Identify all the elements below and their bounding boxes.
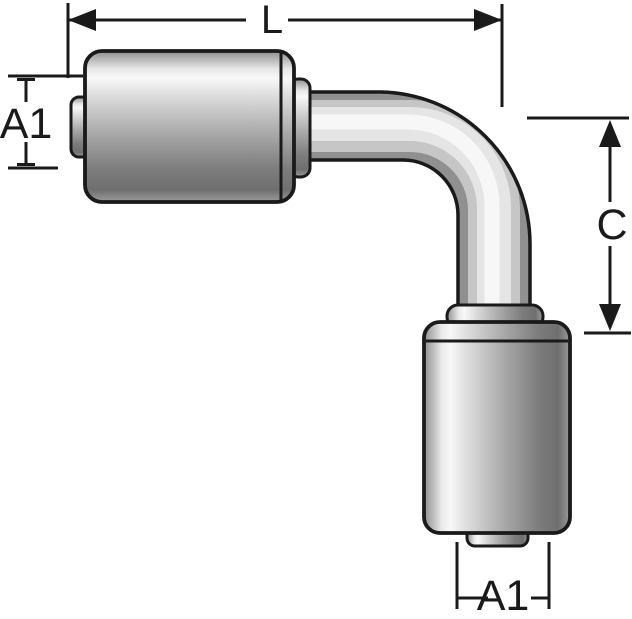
dim-label-A1-bottom: A1 <box>477 572 530 619</box>
left-crimp-shell <box>83 49 296 204</box>
dim-label-L: L <box>261 0 283 42</box>
bottom-crimp-shell <box>422 320 572 535</box>
dim-label-A1-left: A1 <box>0 100 52 148</box>
bottom-shell-body <box>422 320 572 535</box>
dimension-L <box>66 3 504 107</box>
dimension-A1-bottom <box>455 542 551 609</box>
tube-outline <box>300 90 532 320</box>
arrow-right-icon <box>474 9 502 31</box>
tube-highlight-band <box>300 114 500 320</box>
dim-label-C: C <box>596 201 627 249</box>
arrow-up-icon <box>599 120 621 147</box>
elbow-tube <box>300 90 532 320</box>
dimension-C <box>527 116 631 335</box>
arrow-left-icon <box>68 9 96 31</box>
left-shell-body <box>83 49 296 204</box>
dimension-A1-left <box>8 74 83 170</box>
arrow-down-icon <box>599 304 621 331</box>
